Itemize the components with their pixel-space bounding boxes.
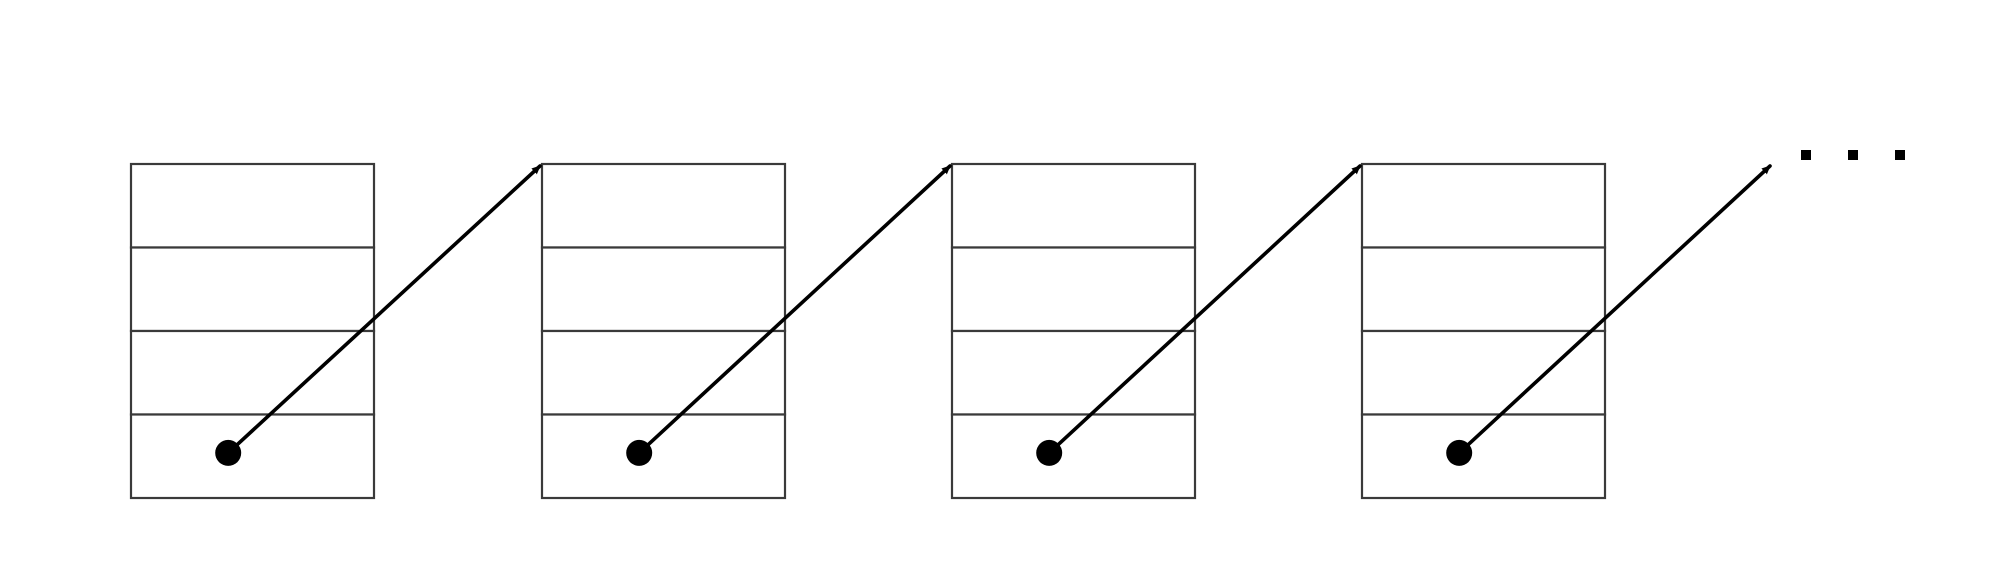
node-1 xyxy=(129,162,376,500)
node-2-cell-3 xyxy=(540,329,787,416)
node-4 xyxy=(1360,162,1607,500)
node-2-pointer-arrow xyxy=(637,164,952,455)
node-3 xyxy=(950,162,1197,500)
ellipsis-dot-1 xyxy=(1801,150,1811,160)
node-3-cell-3 xyxy=(950,329,1197,416)
node-3-cell-2 xyxy=(950,246,1197,333)
node-2-pointer-dot xyxy=(626,439,653,466)
ellipsis-dot-2 xyxy=(1848,150,1858,160)
node-1-cell-2 xyxy=(129,246,376,333)
node-4-cell-4 xyxy=(1360,413,1607,500)
node-1-pointer-arrow xyxy=(226,164,542,455)
node-1-pointer-dot xyxy=(215,439,242,466)
pointers-layer xyxy=(215,164,1772,466)
continuation-ellipsis xyxy=(1801,150,1905,160)
node-4-cell-2 xyxy=(1360,246,1607,333)
nodes-layer xyxy=(129,162,1607,500)
node-4-pointer-dot xyxy=(1446,439,1473,466)
node-1-cell-3 xyxy=(129,329,376,416)
node-4-cell-3 xyxy=(1360,329,1607,416)
node-3-pointer-dot xyxy=(1036,439,1063,466)
node-3-pointer-arrow xyxy=(1047,164,1362,455)
node-2-cell-4 xyxy=(540,413,787,500)
node-4-cell-1 xyxy=(1360,162,1607,249)
node-3-cell-4 xyxy=(950,413,1197,500)
node-2-cell-2 xyxy=(540,246,787,333)
node-1-cell-1 xyxy=(129,162,376,249)
node-2 xyxy=(540,162,787,500)
node-1-cell-4 xyxy=(129,413,376,500)
node-3-cell-1 xyxy=(950,162,1197,249)
node-4-pointer-arrow xyxy=(1457,164,1772,455)
node-2-cell-1 xyxy=(540,162,787,249)
ellipsis-dot-3 xyxy=(1895,150,1905,160)
